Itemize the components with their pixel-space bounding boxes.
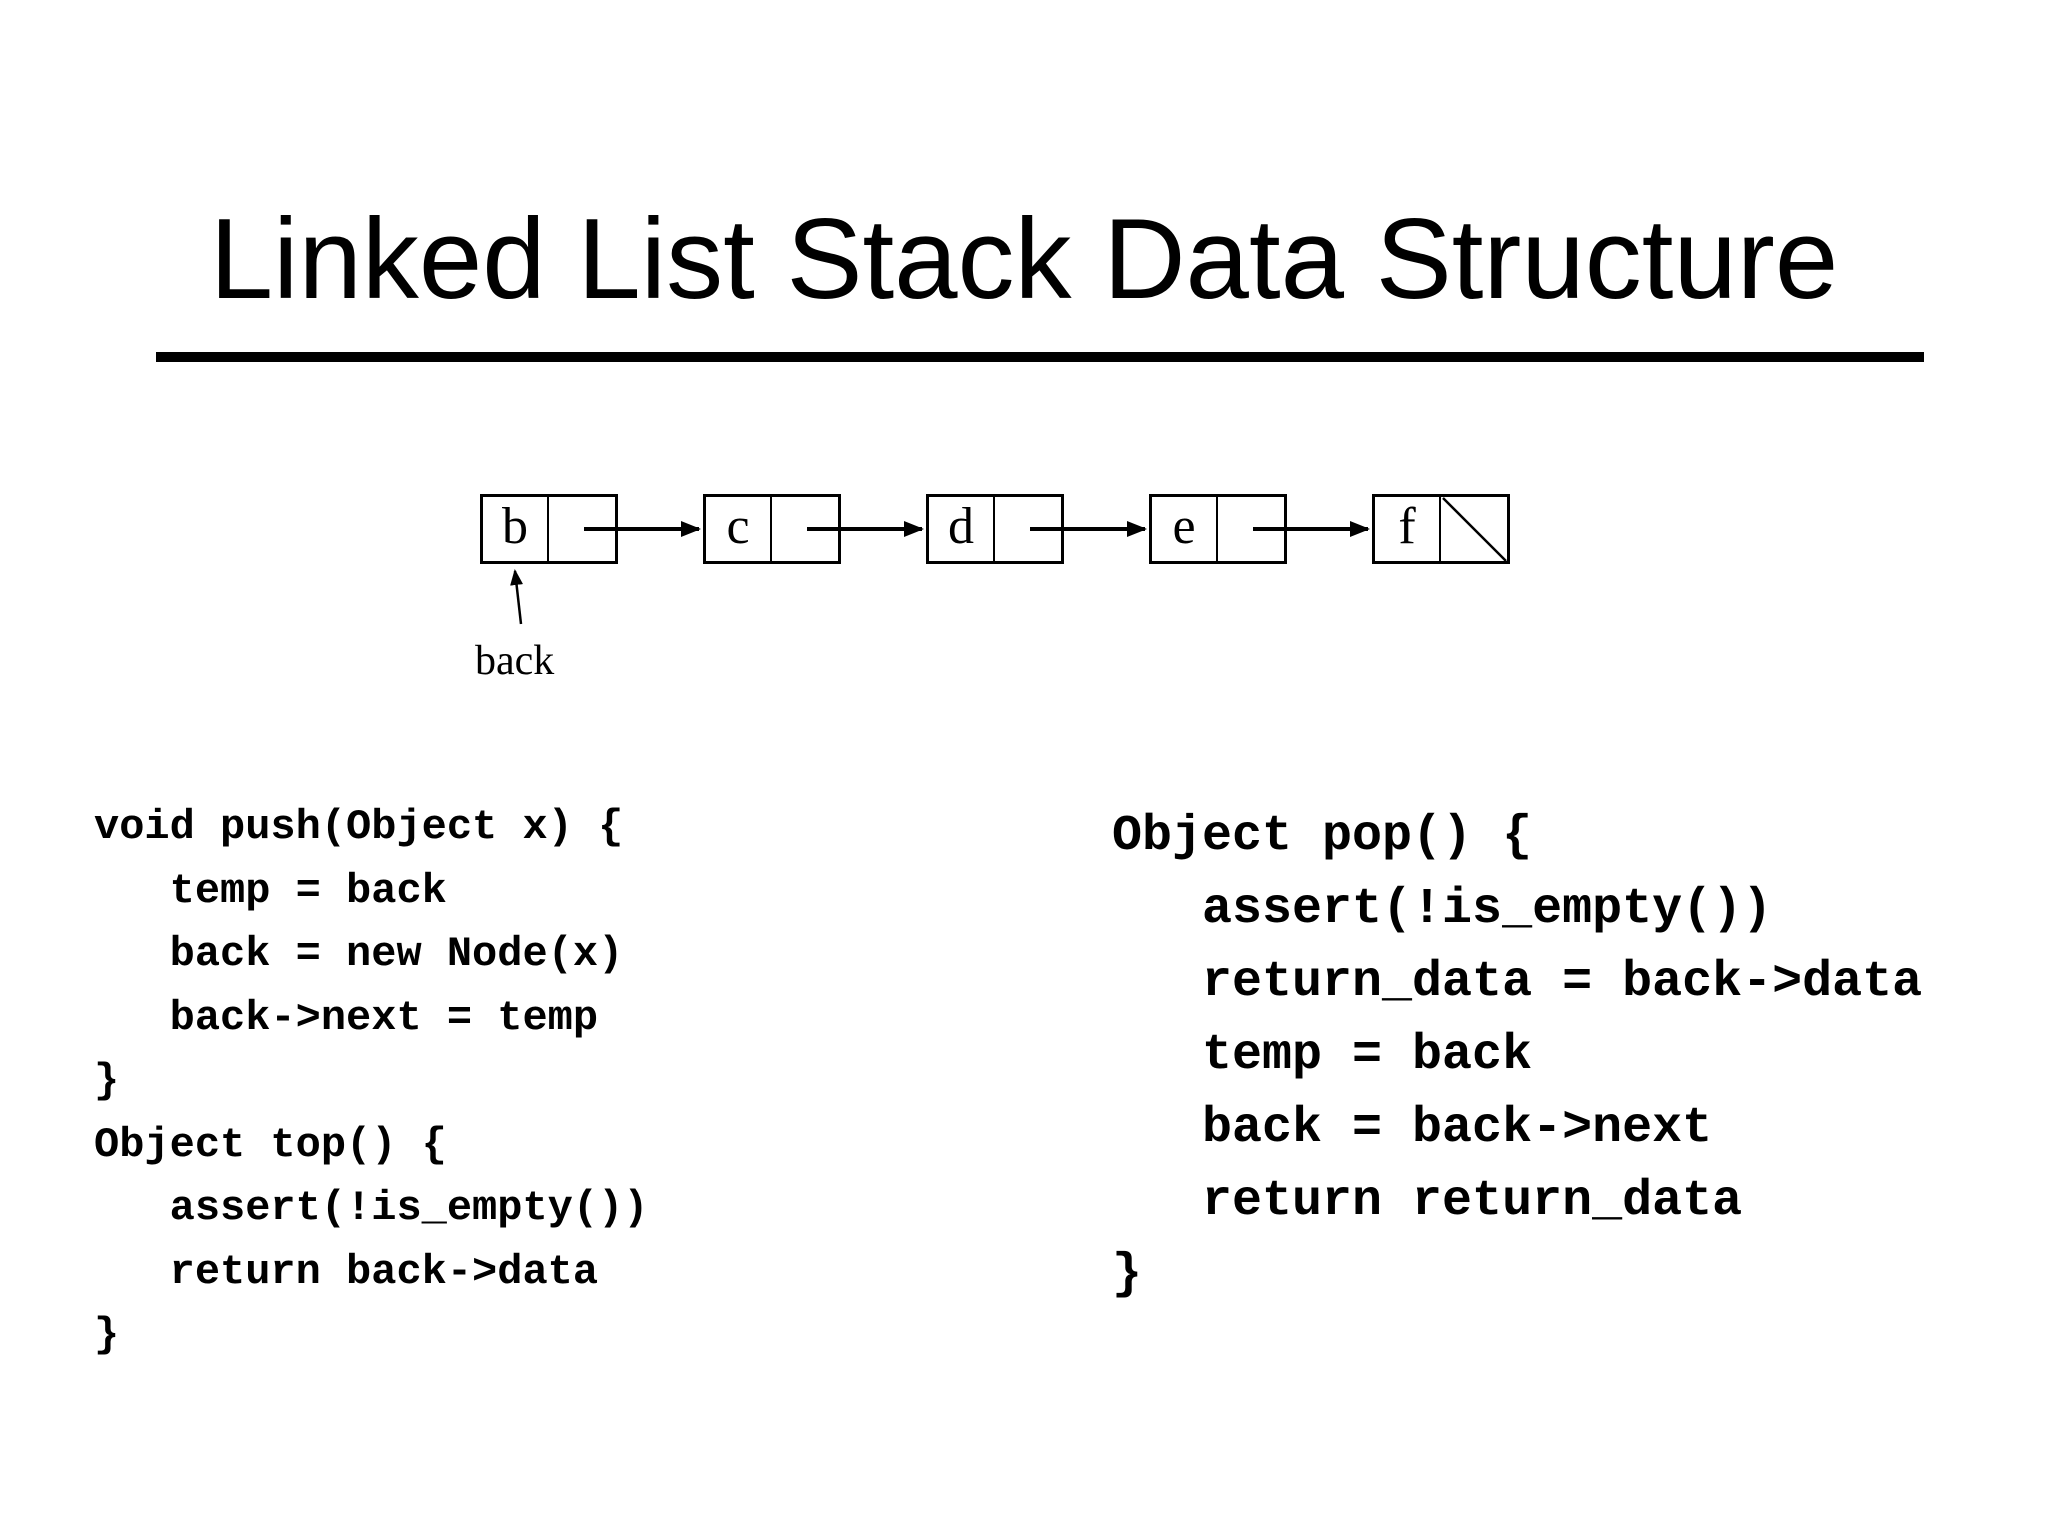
node-pointer-cell xyxy=(772,497,838,561)
node-b: b xyxy=(480,494,618,564)
node-f: f xyxy=(1372,494,1510,564)
node-data-cell: b xyxy=(483,497,549,561)
pop-code-block: Object pop() { assert(!is_empty()) retur… xyxy=(1112,808,1923,1303)
node-pointer-cell xyxy=(549,497,615,561)
page-title: Linked List Stack Data Structure xyxy=(209,196,1839,323)
node-data-cell: e xyxy=(1152,497,1218,561)
back-pointer-arrow xyxy=(510,569,524,625)
title-underline xyxy=(156,352,1924,362)
node-data-cell: c xyxy=(706,497,772,561)
back-pointer-label: back xyxy=(475,638,555,684)
node-data-cell: d xyxy=(929,497,995,561)
node-pointer-cell xyxy=(1218,497,1284,561)
push-top-code-block: void push(Object x) { temp = back back =… xyxy=(94,803,649,1359)
node-pointer-cell xyxy=(1441,497,1507,561)
node-e: e xyxy=(1149,494,1287,564)
node-data-cell: f xyxy=(1375,497,1441,561)
node-c: c xyxy=(703,494,841,564)
node-pointer-cell xyxy=(995,497,1061,561)
node-d: d xyxy=(926,494,1064,564)
